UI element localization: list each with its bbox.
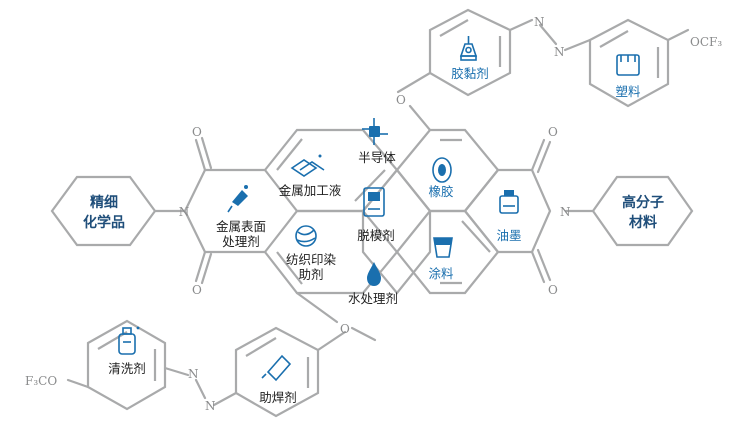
atom-nitrogen: N	[205, 399, 216, 413]
plastic-label: 塑料	[615, 84, 641, 99]
atom-labels: O O N O O N O N N OCF₃ O N N F₃CO	[25, 15, 722, 413]
atom-nitrogen: N	[179, 205, 190, 219]
spray-gun-icon	[227, 185, 248, 213]
polymer-materials-hexagon	[591, 175, 694, 247]
mold-box-icon	[363, 187, 385, 217]
metal-bars-icon	[290, 154, 325, 177]
coating-label: 涂料	[428, 266, 454, 281]
atom-oxygen: O	[192, 125, 202, 139]
fine-chemicals-label-line1: 精细	[90, 194, 118, 211]
metal-surface-treatment-label-line2: 处理剂	[222, 234, 260, 249]
metal-processing-fluid-label: 金属加工液	[279, 183, 342, 198]
metal-surface-treatment-label-line1: 金属表面	[216, 219, 266, 234]
ring-ink	[463, 168, 552, 254]
textile-dyeing-label-line2: 助剂	[298, 267, 323, 282]
glue-bottle-icon	[459, 36, 478, 61]
flux-tube-icon	[261, 354, 292, 382]
ink-label: 油墨	[496, 228, 521, 243]
atom-oxygen: O	[340, 322, 350, 336]
demolding-label: 脱模剂	[357, 228, 395, 243]
adhesive-label: 胶黏剂	[451, 66, 489, 81]
water-drop-icon	[367, 262, 381, 286]
atom-oxygen: O	[548, 283, 558, 297]
atom-oxygen: O	[548, 125, 558, 139]
fine-chemicals-hexagon	[50, 175, 157, 247]
polymer-materials-label-line2: 材料	[629, 214, 657, 231]
atom-nitrogen: N	[560, 205, 571, 219]
atom-ocf3: OCF₃	[690, 35, 722, 49]
fine-chemicals-label-line2: 化学品	[83, 214, 125, 231]
ink-bottle-icon	[499, 190, 519, 214]
tire-icon	[432, 157, 452, 183]
atom-nitrogen: N	[188, 367, 199, 381]
molecule-bonds	[50, 8, 694, 418]
plastic-container-icon	[616, 54, 640, 76]
atom-oxygen: O	[396, 93, 406, 107]
yarn-ball-icon	[295, 225, 317, 247]
cleaning-agent-label: 清洗剂	[108, 361, 146, 376]
polymer-materials-label-line1: 高分子	[622, 194, 664, 211]
atom-nitrogen: N	[534, 15, 545, 29]
atom-oxygen: O	[192, 283, 202, 297]
cleaning-spray-icon	[118, 326, 140, 355]
atom-f3co: F₃CO	[25, 374, 57, 388]
welding-flux-label: 助焊剂	[259, 390, 297, 405]
ring-plastic	[588, 18, 670, 108]
atom-nitrogen: N	[554, 45, 565, 59]
semiconductor-label: 半导体	[358, 150, 396, 165]
water-treatment-label: 水处理剂	[348, 291, 398, 306]
rubber-label: 橡胶	[428, 184, 453, 199]
paint-bucket-icon	[433, 237, 453, 258]
chip-circuit-icon	[362, 118, 388, 145]
textile-dyeing-label-line1: 纺织印染	[286, 252, 337, 267]
